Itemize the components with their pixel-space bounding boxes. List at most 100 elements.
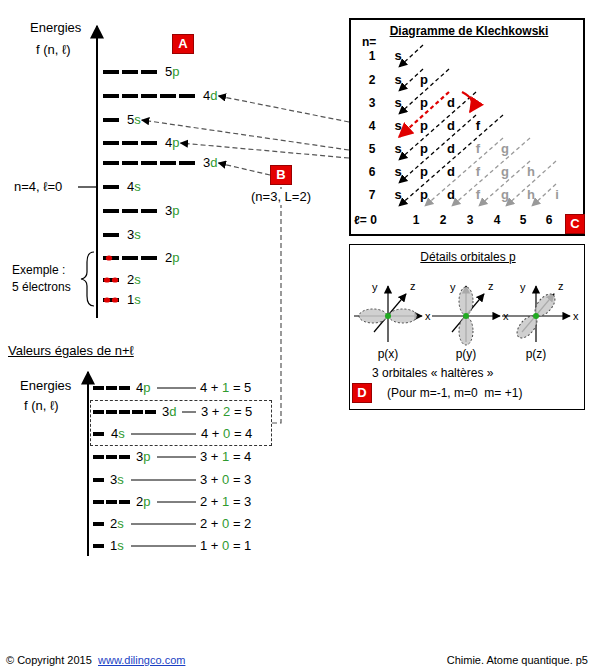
orbital-label: 4p (165, 135, 179, 151)
label: z (488, 278, 494, 294)
energy-level: 4s (103, 178, 141, 196)
label: g (501, 187, 509, 203)
orbital-lobe (459, 287, 473, 315)
callout-letter: B (276, 167, 285, 183)
electron (104, 297, 110, 302)
label: 6 (546, 212, 553, 228)
orbital-dashes (103, 115, 122, 125)
orbital-dash (119, 386, 130, 390)
equal-sum-box: 3d3 + 2 = 54s4 + 0 = 4 (90, 400, 272, 446)
energy-level: 2s (103, 271, 141, 289)
filling-arrow (399, 115, 503, 206)
label: p (420, 95, 428, 111)
label: 3 (467, 212, 474, 228)
label: n= (362, 34, 376, 50)
highlight-arrow (462, 92, 473, 112)
orbital-dashes (103, 138, 160, 148)
leader-line (182, 412, 196, 413)
label: © Copyright 2015 (6, 652, 92, 668)
energy-level: 3s (103, 226, 141, 244)
dashed-connector (218, 163, 270, 175)
filling-arrow (399, 92, 449, 137)
label: g (501, 141, 509, 157)
label: x (425, 308, 431, 324)
klechkowski-panel: CDiagramme de Klechkowski (349, 18, 585, 236)
label: p (420, 187, 428, 203)
dashed-connector (218, 96, 349, 122)
energy-level: 1s (103, 291, 141, 309)
callout-letter: A (172, 34, 194, 54)
energy-level: 4d (103, 87, 217, 105)
label: 2p (136, 494, 150, 510)
orbital-dashes (103, 206, 160, 216)
electron (112, 297, 118, 302)
label: p (420, 164, 428, 180)
leader-line (157, 388, 196, 389)
orbital-dashes (103, 295, 122, 305)
leader-line (131, 546, 196, 547)
label: f (476, 164, 480, 180)
electron (106, 255, 112, 260)
orbital-dash (93, 455, 104, 459)
orbital-dashes (103, 275, 122, 285)
energy-axis (87, 372, 89, 556)
nucleus (533, 313, 539, 319)
orbital-dash (93, 386, 104, 390)
label: d (447, 118, 455, 134)
label: 3p (136, 449, 150, 465)
nucleus (385, 313, 391, 319)
label: d (447, 187, 455, 203)
label: 1 + 0 = 1 (200, 538, 251, 554)
orbital-label: 5p (165, 64, 179, 80)
orbital-label: 4d (203, 88, 217, 104)
orbital-dash (119, 500, 130, 504)
label: f (476, 141, 480, 157)
label: s (394, 164, 401, 180)
energy-axis (96, 26, 98, 318)
brace (81, 252, 94, 306)
label: Energies (30, 20, 81, 36)
energy-level: 3p (103, 202, 179, 220)
node-text: Diagramme de Klechkowski (390, 23, 549, 39)
callout-letter: D (352, 383, 372, 403)
label: 3 + 0 = 3 (200, 472, 251, 488)
label: p(y) (456, 346, 477, 362)
label: x (573, 308, 579, 324)
callout-letter: D (357, 385, 366, 401)
label: z (558, 278, 564, 294)
orbital-dash (93, 500, 104, 504)
label: s (394, 72, 401, 88)
label: f (476, 118, 480, 134)
callout-letter: B (270, 165, 292, 185)
dashed-connector (272, 185, 281, 423)
label: s (394, 48, 401, 64)
node-text: (Pour m=-1, m=0 m= +1) (387, 385, 522, 401)
label: 4p (136, 380, 150, 396)
orbital-dashes (103, 158, 198, 168)
orbital-label: 1s (127, 292, 141, 308)
energy-level: 4p (103, 134, 179, 152)
label: 5 (520, 212, 527, 228)
label: Valeurs égales de n+ℓ (8, 343, 134, 359)
orbital-panel: DDétails orbitales p3 orbitales « haltèr… (349, 244, 585, 410)
orbital-dash (106, 500, 117, 504)
label: 5 électrons (12, 279, 71, 295)
electron (112, 277, 118, 282)
label: 6 (369, 164, 376, 180)
orbital-lobe (389, 309, 417, 323)
label: 2 (369, 72, 376, 88)
label: p(z) (526, 346, 547, 362)
label: p (420, 118, 428, 134)
electron (104, 277, 110, 282)
label: 4 (369, 118, 376, 134)
node-text: 4 + 0 = 4 (201, 426, 252, 442)
filling-arrow (399, 69, 449, 114)
label: 2 + 0 = 2 (200, 516, 251, 532)
orbital-dash (93, 410, 104, 414)
label: Energies (20, 378, 71, 394)
orbital-dash (93, 522, 104, 526)
orbital-dash (93, 478, 104, 482)
label: s (394, 187, 401, 203)
orbital-dash (106, 386, 117, 390)
